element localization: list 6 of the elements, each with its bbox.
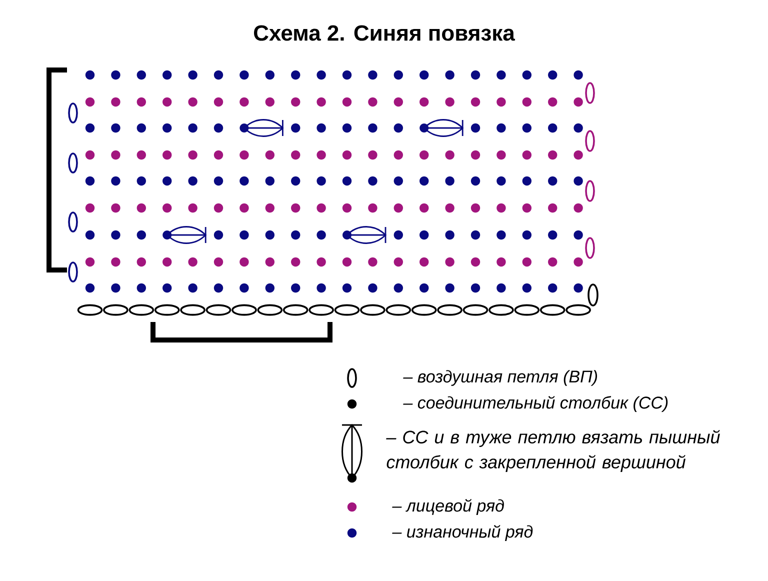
legend-text: – изнаночный ряд — [392, 524, 533, 542]
legend-text: – соединительный столбик (СС) — [403, 396, 668, 412]
legend-text: – воздушная петля (ВП) — [403, 370, 598, 386]
legend-text: – лицевой ряд — [392, 498, 504, 516]
legend-text: – СС и в туже петлю вязать пышный столбик с закрепленной вершиной — [386, 430, 720, 472]
title: Схема 2. Синяя повязка — [254, 25, 516, 41]
